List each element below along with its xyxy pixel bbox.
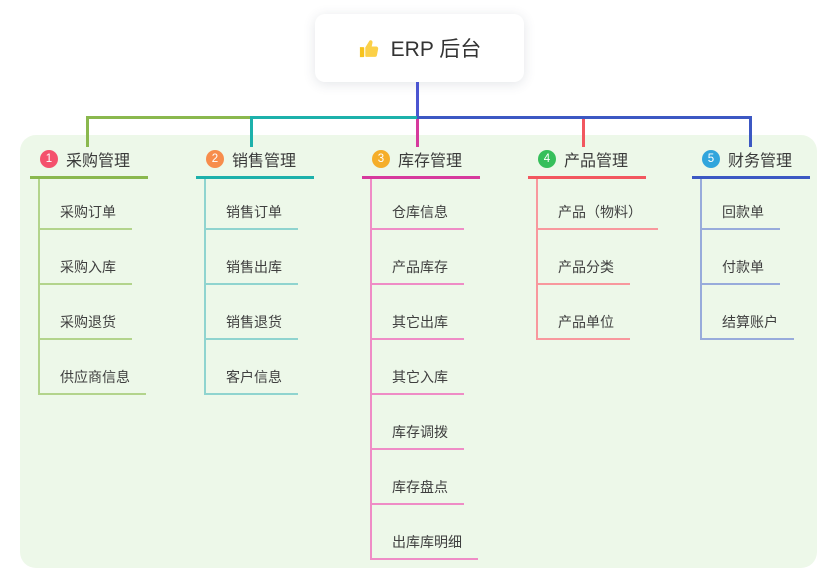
branch-header[interactable]: 5 财务管理 xyxy=(692,146,810,179)
branch-column: 1 采购管理采购订单采购入库采购退货供应商信息 xyxy=(30,146,148,395)
branch-drop-connector xyxy=(749,116,752,147)
branch-title: 财务管理 xyxy=(728,153,793,170)
children-group: 回款单付款单结算账户 xyxy=(700,179,810,340)
child-node[interactable]: 销售退货 xyxy=(206,312,298,340)
child-node-row: 产品分类 xyxy=(538,230,646,285)
children-group: 销售订单销售出库销售退货客户信息 xyxy=(204,179,314,395)
branch-index-badge: 3 xyxy=(372,150,390,168)
child-node[interactable]: 产品（物料） xyxy=(538,202,658,230)
child-node[interactable]: 出库库明细 xyxy=(372,532,478,560)
branch-header[interactable]: 4 产品管理 xyxy=(528,146,646,179)
root-title: ERP 后台 xyxy=(390,38,482,61)
child-node[interactable]: 付款单 xyxy=(702,257,780,285)
branch-column: 5 财务管理回款单付款单结算账户 xyxy=(692,146,810,340)
child-node[interactable]: 供应商信息 xyxy=(40,367,146,395)
child-node[interactable]: 产品分类 xyxy=(538,257,630,285)
child-node[interactable]: 产品单位 xyxy=(538,312,630,340)
child-node-row: 库存调拨 xyxy=(372,395,480,450)
child-node-row: 其它出库 xyxy=(372,285,480,340)
branch-column: 3 库存管理仓库信息产品库存其它出库其它入库库存调拨库存盘点出库库明细 xyxy=(362,146,480,560)
child-node[interactable]: 结算账户 xyxy=(702,312,794,340)
branch-title: 销售管理 xyxy=(232,153,297,170)
branch-title: 库存管理 xyxy=(398,153,463,170)
child-node-row: 采购退货 xyxy=(40,285,148,340)
child-node-row: 产品（物料） xyxy=(538,179,658,230)
child-node-row: 回款单 xyxy=(702,179,810,230)
child-node-row: 付款单 xyxy=(702,230,810,285)
child-node[interactable]: 库存调拨 xyxy=(372,422,464,450)
child-node-row: 客户信息 xyxy=(206,340,314,395)
branch-header[interactable]: 1 采购管理 xyxy=(30,146,148,179)
child-node[interactable]: 其它出库 xyxy=(372,312,464,340)
children-group: 产品（物料） 产品分类产品单位 xyxy=(536,179,658,340)
child-node[interactable]: 其它入库 xyxy=(372,367,464,395)
branch-index-badge: 4 xyxy=(538,150,556,168)
child-node-row: 供应商信息 xyxy=(40,340,148,395)
root-node[interactable]: ERP 后台 xyxy=(315,14,524,82)
child-node-row: 仓库信息 xyxy=(372,179,480,230)
connector-horizontal-right xyxy=(417,116,752,119)
children-group: 采购订单采购入库采购退货供应商信息 xyxy=(38,179,148,395)
root-connector-vertical xyxy=(416,82,419,116)
branch-index-badge: 5 xyxy=(702,150,720,168)
branch-title: 产品管理 xyxy=(564,153,629,170)
child-node[interactable]: 采购退货 xyxy=(40,312,132,340)
branch-index-badge: 2 xyxy=(206,150,224,168)
branches-panel-background xyxy=(20,135,817,568)
child-node[interactable]: 销售出库 xyxy=(206,257,298,285)
child-node-row: 产品单位 xyxy=(538,285,646,340)
branch-column: 4 产品管理产品（物料） 产品分类产品单位 xyxy=(528,146,658,340)
branch-drop-connector xyxy=(582,119,585,147)
branch-title: 采购管理 xyxy=(66,153,131,170)
child-node-row: 销售订单 xyxy=(206,179,314,230)
branch-header[interactable]: 3 库存管理 xyxy=(362,146,480,179)
thumbs-up-icon xyxy=(358,37,381,60)
child-node-row: 库存盘点 xyxy=(372,450,480,505)
child-node-row: 采购订单 xyxy=(40,179,148,230)
child-node-row: 销售出库 xyxy=(206,230,314,285)
child-node[interactable]: 采购订单 xyxy=(40,202,132,230)
child-node-row: 其它入库 xyxy=(372,340,480,395)
child-node[interactable]: 客户信息 xyxy=(206,367,298,395)
child-node[interactable]: 采购入库 xyxy=(40,257,132,285)
branch-drop-connector xyxy=(416,119,419,147)
branch-drop-connector xyxy=(86,116,89,147)
branch-index-badge: 1 xyxy=(40,150,58,168)
child-node-row: 采购入库 xyxy=(40,230,148,285)
children-group: 仓库信息产品库存其它出库其它入库库存调拨库存盘点出库库明细 xyxy=(370,179,480,560)
child-node-row: 结算账户 xyxy=(702,285,810,340)
child-node[interactable]: 仓库信息 xyxy=(372,202,464,230)
connector-horizontal-left xyxy=(86,116,253,119)
child-node[interactable]: 销售订单 xyxy=(206,202,298,230)
child-node-row: 出库库明细 xyxy=(372,505,480,560)
branch-header[interactable]: 2 销售管理 xyxy=(196,146,314,179)
child-node[interactable]: 产品库存 xyxy=(372,257,464,285)
child-node[interactable]: 回款单 xyxy=(702,202,780,230)
child-node[interactable]: 库存盘点 xyxy=(372,477,464,505)
child-node-row: 产品库存 xyxy=(372,230,480,285)
connector-horizontal-mid xyxy=(250,116,418,119)
child-node-row: 销售退货 xyxy=(206,285,314,340)
branch-column: 2 销售管理销售订单销售出库销售退货客户信息 xyxy=(196,146,314,395)
branch-drop-connector xyxy=(250,116,253,147)
